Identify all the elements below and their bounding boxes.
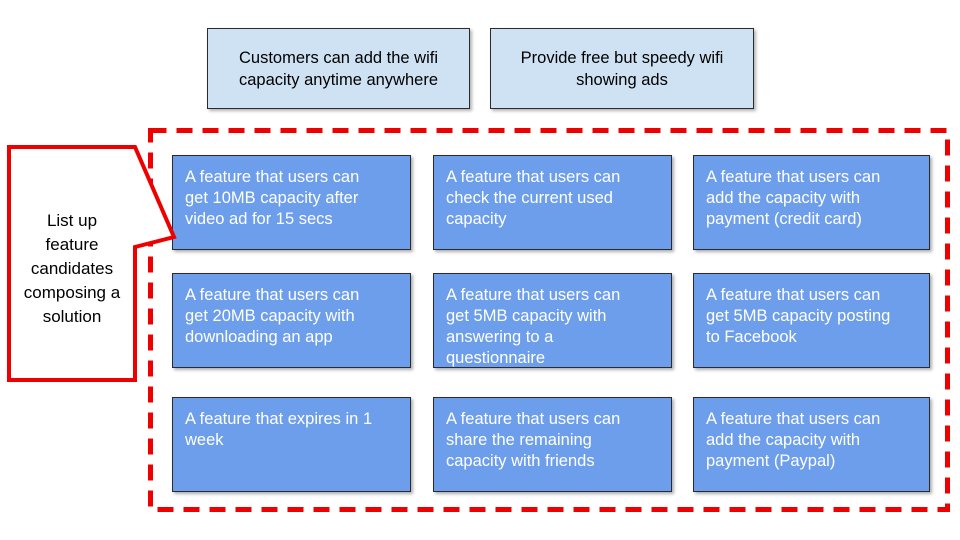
note-box-wifi-anytime: Customers can add the wifi capacity anyt… xyxy=(207,28,470,109)
feature-box-download-app: A feature that users can get 20MB capaci… xyxy=(172,273,411,368)
ideation-boundary-dashed-rect xyxy=(148,128,950,512)
feature-box-expiry: A feature that expires in 1 week xyxy=(172,397,411,492)
feature-box-credit-card: A feature that users can add the capacit… xyxy=(693,155,930,250)
feature-box-check-capacity: A feature that users can check the curre… xyxy=(433,155,672,250)
note-box-free-wifi-ads: Provide free but speedy wifi showing ads xyxy=(490,28,754,109)
feature-box-share-friends: A feature that users can share the remai… xyxy=(433,397,672,492)
callout-text: List up feature candidates composing a s… xyxy=(23,210,121,326)
feature-box-facebook: A feature that users can get 5MB capacit… xyxy=(693,273,930,368)
callout-bubble xyxy=(7,145,177,382)
feature-box-paypal: A feature that users can add the capacit… xyxy=(693,397,930,492)
feature-box-questionnaire: A feature that users can get 5MB capacit… xyxy=(433,273,672,368)
feature-box-video-ad: A feature that users can get 10MB capaci… xyxy=(172,155,411,250)
